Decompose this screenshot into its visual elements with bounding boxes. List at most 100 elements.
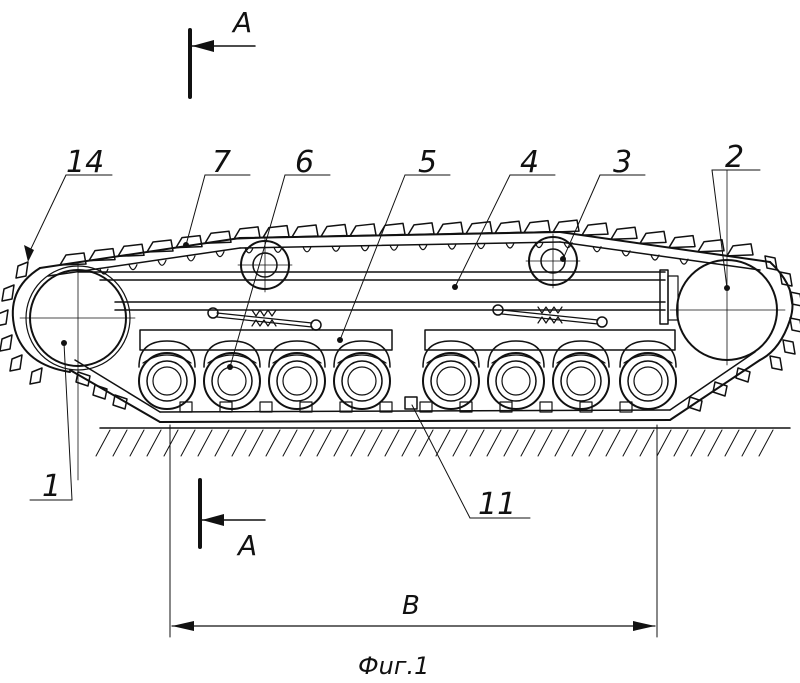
track-grouser bbox=[789, 317, 800, 333]
ground-hatch-line bbox=[316, 429, 332, 457]
track-grouser bbox=[581, 222, 609, 236]
track-tooth bbox=[592, 246, 602, 253]
support-roller-left bbox=[237, 237, 293, 293]
section-label-bottom: A bbox=[236, 529, 257, 562]
ground-hatch-line bbox=[367, 429, 383, 457]
ground-hatch-line bbox=[231, 429, 247, 457]
ground-hatch-line bbox=[146, 429, 162, 457]
road-wheel-housing bbox=[203, 340, 261, 368]
track-tooth bbox=[302, 246, 312, 253]
track-grouser bbox=[320, 223, 348, 238]
figure-caption: Фuг.1 bbox=[358, 652, 429, 680]
track-grouser bbox=[436, 221, 464, 236]
ground-hatch-line bbox=[129, 429, 145, 457]
callout-2: 2 bbox=[725, 140, 744, 175]
road-wheel-arc bbox=[623, 354, 673, 364]
track-grouser bbox=[112, 394, 128, 410]
road-wheel bbox=[422, 340, 480, 410]
frame-beam-4 bbox=[77, 269, 679, 325]
road-wheel-rim bbox=[146, 360, 188, 402]
road-wheels-6 bbox=[138, 340, 677, 410]
track-tooth bbox=[650, 254, 660, 261]
ground-hatch-line bbox=[503, 429, 519, 457]
ground-hatch-line bbox=[520, 429, 536, 457]
track-grouser bbox=[92, 384, 108, 400]
ground-hatch-line bbox=[350, 429, 366, 457]
track-belt bbox=[0, 219, 800, 423]
ground-hatch-line bbox=[486, 429, 502, 457]
road-wheel-tire bbox=[268, 352, 326, 410]
track-grouser bbox=[29, 367, 43, 385]
ground-surface bbox=[95, 427, 791, 457]
track-lug bbox=[539, 401, 553, 413]
callout-14: 14 bbox=[66, 145, 104, 180]
ground-hatch-line bbox=[282, 429, 298, 457]
track-lug bbox=[499, 401, 513, 413]
section-mark-bottom: A bbox=[198, 478, 266, 562]
road-wheel-hub bbox=[566, 366, 596, 396]
bogie-frame-left bbox=[139, 329, 393, 351]
road-wheel-rim bbox=[341, 360, 383, 402]
track-grouser bbox=[175, 234, 203, 249]
ground-hatch-line bbox=[554, 429, 570, 457]
track-grouser bbox=[687, 396, 703, 412]
track-grouser bbox=[779, 271, 793, 287]
ground-hatch-line bbox=[588, 429, 604, 457]
road-wheel-hub bbox=[217, 366, 247, 396]
road-wheel-arc bbox=[491, 354, 541, 364]
road-wheel-housing bbox=[487, 340, 545, 368]
ground-hatch-line bbox=[741, 429, 757, 457]
road-wheel bbox=[487, 340, 545, 410]
track-grouser bbox=[233, 226, 261, 240]
track-tooth bbox=[128, 264, 138, 271]
support-roller-3 bbox=[525, 233, 581, 289]
road-wheel-hub bbox=[501, 366, 531, 396]
track-grouser bbox=[735, 367, 751, 383]
ground-hatch-line bbox=[112, 429, 128, 457]
ground-hatch-line bbox=[622, 429, 638, 457]
road-wheel-arc bbox=[207, 354, 257, 364]
road-wheel-hub bbox=[436, 366, 466, 396]
track-grouser bbox=[465, 221, 493, 235]
road-wheel-tire bbox=[487, 352, 545, 410]
track-tooth bbox=[186, 255, 196, 262]
track-grouser bbox=[697, 238, 725, 253]
track-tooth bbox=[99, 268, 109, 275]
track-tooth bbox=[215, 251, 225, 258]
track-tooth bbox=[331, 245, 341, 252]
road-wheel bbox=[138, 340, 196, 410]
road-wheel-housing bbox=[552, 340, 610, 368]
ground-hatch-line bbox=[248, 429, 264, 457]
road-wheel-tire bbox=[619, 352, 677, 410]
track-tooth bbox=[505, 242, 515, 249]
track-grouser bbox=[789, 291, 800, 307]
ground-hatch-line bbox=[95, 429, 111, 457]
road-wheel-arc bbox=[142, 354, 192, 364]
track-grouser bbox=[552, 219, 580, 233]
road-wheel-arc bbox=[556, 354, 606, 364]
callout-1: 1 bbox=[42, 469, 61, 504]
callout-6: 6 bbox=[295, 145, 314, 180]
track-grouser bbox=[59, 252, 87, 266]
road-wheel-tire bbox=[333, 352, 391, 410]
idler-wheel-1 bbox=[19, 261, 136, 481]
track-lug bbox=[419, 401, 433, 413]
road-wheel-tire bbox=[203, 352, 261, 410]
road-wheel-rim bbox=[430, 360, 472, 402]
track-grouser bbox=[75, 371, 91, 387]
ground-hatch-line bbox=[452, 429, 468, 457]
callout-7: 7 bbox=[212, 145, 231, 180]
track-lug bbox=[179, 401, 193, 413]
ground-hatch-line bbox=[690, 429, 706, 457]
road-wheel-rim bbox=[495, 360, 537, 402]
ground-hatch-line bbox=[656, 429, 672, 457]
track-grouser bbox=[291, 224, 319, 238]
road-wheel-arc bbox=[337, 354, 387, 364]
ground-hatch-line bbox=[180, 429, 196, 457]
road-wheel-arc bbox=[272, 354, 322, 364]
ground-hatch-line bbox=[214, 429, 230, 457]
ground-hatch-line bbox=[537, 429, 553, 457]
track-grouser bbox=[117, 243, 145, 258]
track-grouser bbox=[610, 226, 638, 241]
ground-hatch-line bbox=[384, 429, 400, 457]
